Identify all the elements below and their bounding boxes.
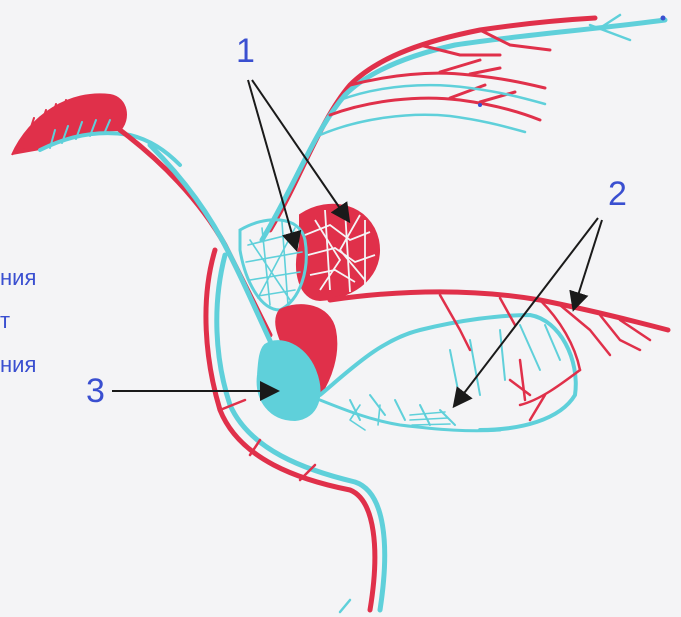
left-text-line-3: ния (0, 352, 36, 377)
arrow-1b (252, 80, 348, 220)
label-2: 2 (608, 175, 627, 213)
left-arches (120, 130, 272, 345)
label-1: 1 (236, 32, 255, 70)
label-3: 3 (86, 372, 105, 410)
left-gill (12, 94, 180, 165)
arrow-2a (574, 220, 602, 308)
right-gill-complex (320, 292, 668, 431)
left-text-line-1: ния (0, 265, 36, 290)
label-2-group: 2 (455, 175, 627, 405)
left-edge-text: ния т ния (0, 265, 36, 377)
label-3-group: 3 (86, 372, 276, 410)
left-text-line-2: т (0, 308, 10, 333)
